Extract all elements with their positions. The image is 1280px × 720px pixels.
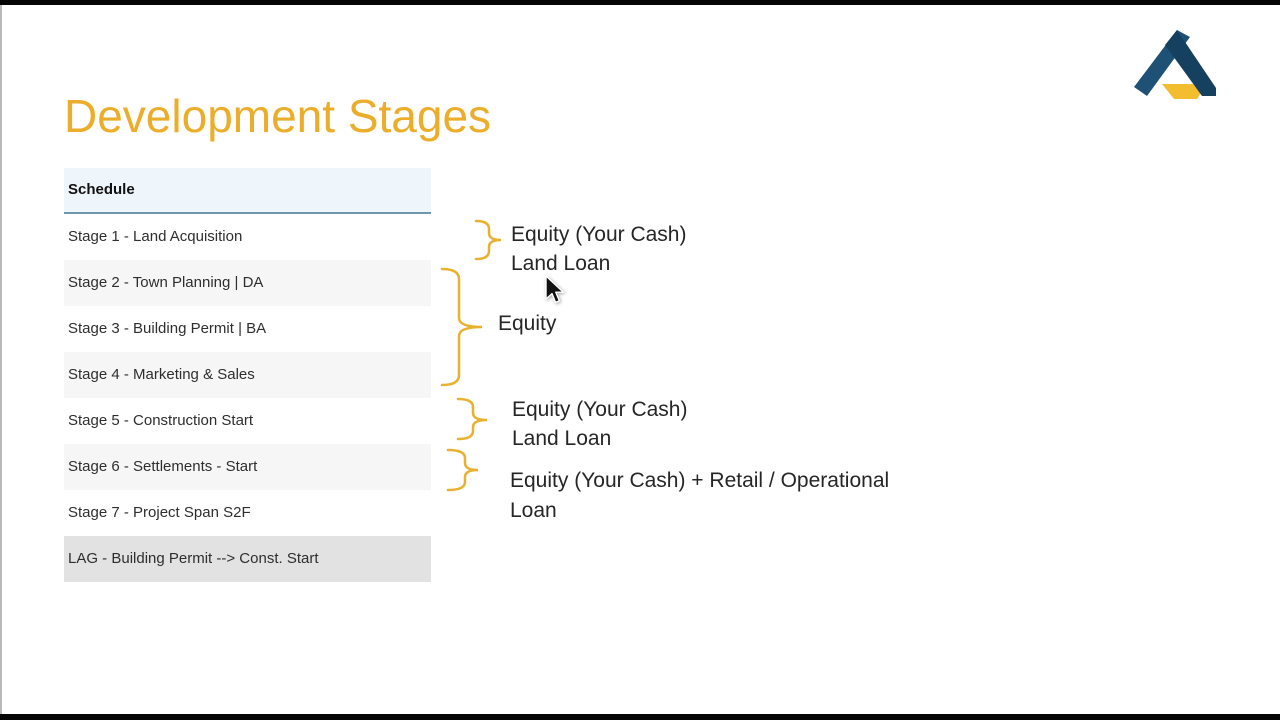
letterbox-top [0,0,1280,5]
annotation-line: Equity (Your Cash) [511,223,687,246]
table-row-stage-1: Stage 1 - Land Acquisition [64,214,431,260]
schedule-table-header: Schedule [64,168,431,214]
brace-stage-5 [456,397,488,441]
schedule-table: Schedule Stage 1 - Land Acquisition Stag… [64,168,431,582]
table-row-stage-7: Stage 7 - Project Span S2F [64,490,431,536]
annotation-stage-1: Equity (Your Cash) Land Loan [511,220,686,278]
company-logo-icon [1134,30,1216,99]
table-row-lag: LAG - Building Permit --> Const. Start [64,536,431,582]
mouse-cursor-icon [545,276,565,304]
annotation-line: Equity [498,312,557,335]
annotation-stage-6: Equity (Your Cash) + Retail / Operationa… [510,466,889,526]
brace-stage-6 [446,448,479,492]
table-row-stage-2: Stage 2 - Town Planning | DA [64,260,431,306]
table-row-stage-4: Stage 4 - Marketing & Sales [64,352,431,398]
annotation-line: Equity (Your Cash) + Retail / Operationa… [510,469,890,492]
annotation-line: Equity (Your Cash) [512,398,688,421]
annotation-line: Land Loan [511,252,611,275]
left-edge-line [0,5,2,714]
annotation-stages-2-4: Equity [498,309,556,338]
brace-stage-1 [474,219,502,261]
table-row-stage-6: Stage 6 - Settlements - Start [64,444,431,490]
annotation-line: Land Loan [512,427,612,450]
letterbox-bottom [0,714,1280,720]
brace-stages-2-4 [440,267,483,387]
table-row-stage-5: Stage 5 - Construction Start [64,398,431,444]
table-row-stage-3: Stage 3 - Building Permit | BA [64,306,431,352]
annotation-line: Loan [510,499,557,522]
annotation-stage-5: Equity (Your Cash) Land Loan [512,395,687,453]
page-title: Development Stages [64,89,492,142]
